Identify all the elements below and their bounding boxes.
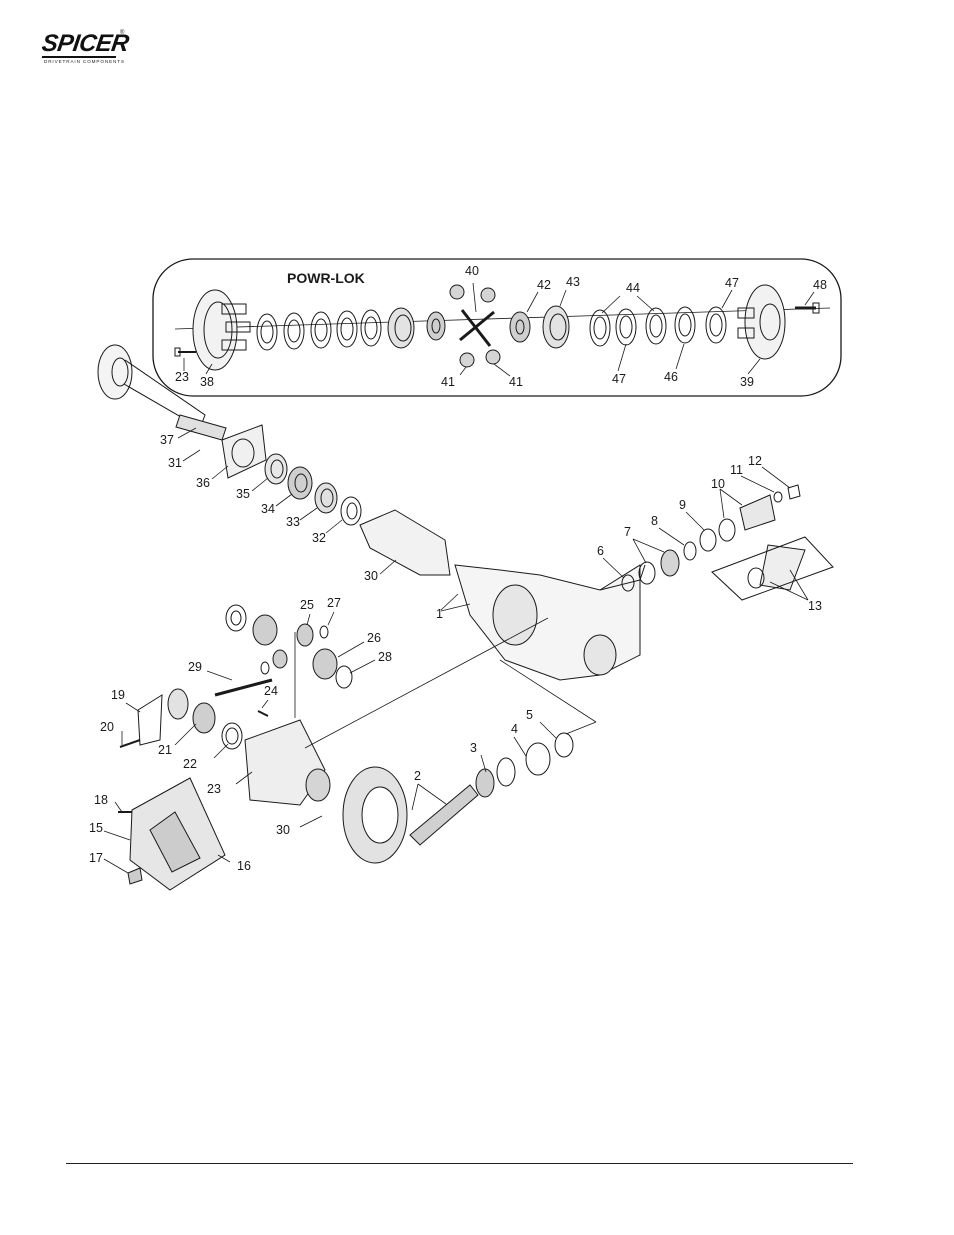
callout-6: 6 <box>597 544 604 558</box>
footer-rule <box>66 1163 853 1164</box>
callout-12: 12 <box>748 454 762 468</box>
ring-gear <box>343 767 407 863</box>
callout-29: 29 <box>188 660 202 674</box>
cross-shaft-assembly <box>450 285 500 367</box>
callout-7: 7 <box>624 525 631 539</box>
axle-spline-37 <box>176 415 226 440</box>
callout-15: 15 <box>89 821 103 835</box>
powr-lok-title: POWR-LOK <box>287 270 365 286</box>
callout-38: 38 <box>200 375 214 389</box>
callout-17: 17 <box>89 851 103 865</box>
pinion-parts <box>622 485 833 600</box>
callout-43: 43 <box>566 275 580 289</box>
callout-4: 4 <box>511 722 518 736</box>
callout-2: 2 <box>414 769 421 783</box>
callout-23-inset: 23 <box>175 370 189 384</box>
callout-27: 27 <box>327 596 341 610</box>
callout-41-right: 41 <box>509 375 523 389</box>
callout-35: 35 <box>236 487 250 501</box>
callout-30-bottom: 30 <box>276 823 290 837</box>
callout-3: 3 <box>470 741 477 755</box>
race-33 <box>315 483 337 513</box>
axle-housing <box>455 565 645 680</box>
callout-39: 39 <box>740 375 754 389</box>
differential-case-23 <box>245 720 330 805</box>
callout-21: 21 <box>158 743 172 757</box>
callout-22: 22 <box>183 757 197 771</box>
callout-30-top: 30 <box>364 569 378 583</box>
axle-tube-flange <box>360 510 450 575</box>
side-gear-left <box>427 312 445 340</box>
callout-25: 25 <box>300 598 314 612</box>
carrier-bearing-cap <box>120 689 215 747</box>
callout-5: 5 <box>526 708 533 722</box>
callout-8: 8 <box>651 514 658 528</box>
callout-42: 42 <box>537 278 551 292</box>
powr-lok-case-flange <box>738 285 785 359</box>
callout-36: 36 <box>196 476 210 490</box>
callout-40: 40 <box>465 264 479 278</box>
callout-11: 11 <box>730 463 743 477</box>
axle-shaft-flange <box>98 345 205 428</box>
callout-48: 48 <box>813 278 827 292</box>
callout-34: 34 <box>261 502 275 516</box>
callout-44: 44 <box>626 281 640 295</box>
clutch-disc-stack <box>257 310 381 350</box>
differential-gears <box>215 605 352 695</box>
callout-20: 20 <box>100 720 114 734</box>
pinion-bearing-parts <box>476 733 573 797</box>
callout-31: 31 <box>168 456 182 470</box>
callout-19: 19 <box>111 688 125 702</box>
callout-18: 18 <box>94 793 108 807</box>
callout-13: 13 <box>808 599 822 613</box>
callout-28: 28 <box>378 650 392 664</box>
callout-9: 9 <box>679 498 686 512</box>
callout-24: 24 <box>264 684 278 698</box>
callout-32: 32 <box>312 531 326 545</box>
backing-plate-36 <box>222 425 266 478</box>
seal-35 <box>265 454 287 484</box>
callout-33: 33 <box>286 515 300 529</box>
clutch-ring-43 <box>543 306 569 348</box>
drain-plug-17 <box>128 868 142 884</box>
shims-22 <box>222 723 242 749</box>
callout-23: 23 <box>207 782 221 796</box>
seal-32 <box>341 497 361 525</box>
callout-47-bottom: 47 <box>612 372 626 386</box>
clutch-disc-stack-right <box>590 307 726 346</box>
powr-lok-case-half <box>193 290 250 370</box>
bolt-24 <box>258 711 268 716</box>
powr-lok-bolt <box>175 348 196 356</box>
callout-10: 10 <box>711 477 725 491</box>
callout-16: 16 <box>237 859 251 873</box>
pinion-gear <box>410 785 478 845</box>
case-bolt-48 <box>795 303 819 313</box>
callout-26: 26 <box>367 631 381 645</box>
side-gear-ring <box>388 308 414 348</box>
callout-46: 46 <box>664 370 678 384</box>
callout-41-left: 41 <box>441 375 455 389</box>
callout-1: 1 <box>436 607 443 621</box>
side-gear-right <box>510 312 530 342</box>
callout-47-top: 47 <box>725 276 739 290</box>
callout-37: 37 <box>160 433 174 447</box>
